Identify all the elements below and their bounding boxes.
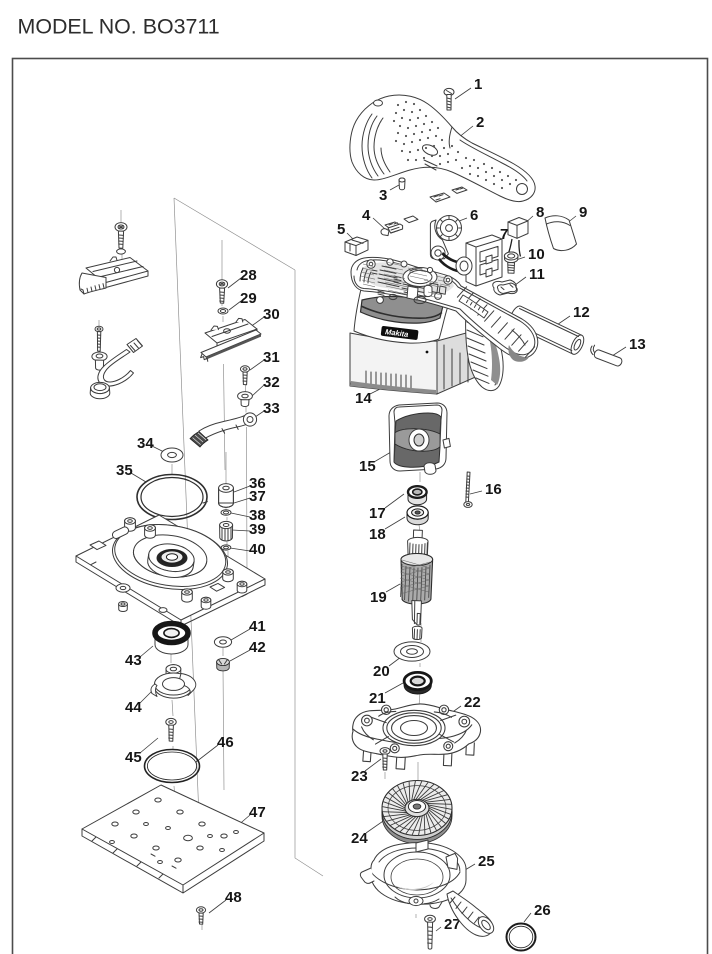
svg-text:1: 1 (474, 76, 482, 93)
svg-text:10: 10 (528, 246, 545, 263)
svg-text:13: 13 (629, 336, 646, 353)
svg-text:19: 19 (370, 589, 387, 606)
svg-text:33: 33 (263, 400, 280, 417)
svg-text:6: 6 (470, 207, 478, 224)
svg-text:46: 46 (217, 734, 234, 751)
svg-text:5: 5 (337, 221, 345, 238)
svg-text:9: 9 (579, 204, 587, 221)
svg-text:Makita: Makita (385, 327, 409, 339)
svg-text:45: 45 (125, 749, 142, 766)
svg-text:20: 20 (373, 663, 390, 680)
svg-text:26: 26 (534, 902, 551, 919)
svg-text:27: 27 (444, 916, 461, 933)
svg-text:36: 36 (249, 475, 266, 492)
svg-text:28: 28 (240, 267, 257, 284)
svg-text:7: 7 (500, 226, 508, 243)
svg-text:17: 17 (369, 505, 386, 522)
svg-text:41: 41 (249, 618, 266, 635)
svg-text:30: 30 (263, 306, 280, 323)
svg-text:22: 22 (464, 694, 481, 711)
svg-text:38: 38 (249, 507, 266, 524)
svg-text:32: 32 (263, 374, 280, 391)
svg-text:48: 48 (225, 889, 242, 906)
svg-text:44: 44 (125, 699, 142, 716)
svg-text:3: 3 (379, 187, 387, 204)
svg-text:43: 43 (125, 652, 142, 669)
svg-text:23: 23 (351, 768, 368, 785)
svg-text:2: 2 (476, 114, 484, 131)
svg-text:24: 24 (351, 830, 368, 847)
svg-text:4: 4 (362, 207, 371, 224)
svg-text:MODEL NO. BO3711: MODEL NO. BO3711 (18, 15, 220, 39)
svg-text:11: 11 (529, 266, 545, 283)
svg-text:40: 40 (249, 541, 266, 558)
svg-text:16: 16 (485, 481, 502, 498)
svg-text:29: 29 (240, 290, 257, 307)
svg-text:21: 21 (369, 690, 386, 707)
svg-text:42: 42 (249, 639, 266, 656)
svg-text:8: 8 (536, 204, 544, 221)
svg-text:35: 35 (116, 462, 133, 479)
svg-text:15: 15 (359, 458, 376, 475)
svg-text:25: 25 (478, 853, 495, 870)
svg-text:31: 31 (263, 349, 280, 366)
svg-text:34: 34 (137, 435, 154, 452)
svg-text:39: 39 (249, 521, 266, 538)
svg-text:12: 12 (573, 304, 590, 321)
svg-text:37: 37 (249, 488, 266, 505)
svg-text:14: 14 (355, 390, 372, 407)
svg-text:18: 18 (369, 526, 386, 543)
svg-text:47: 47 (249, 804, 266, 821)
